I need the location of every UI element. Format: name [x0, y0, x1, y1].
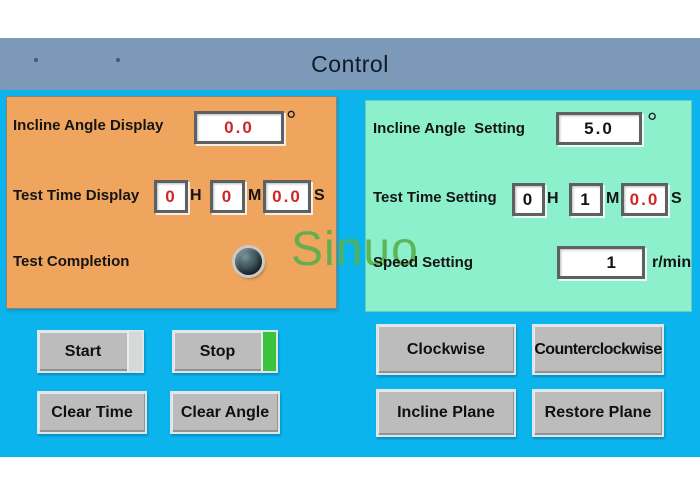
clear-angle-button[interactable]: Clear Angle	[170, 391, 280, 434]
start-indicator-lamp	[127, 332, 142, 371]
brand-watermark: Sinuo	[291, 223, 419, 276]
minutes-unit-label: M	[248, 187, 262, 204]
clockwise-button[interactable]: Clockwise	[376, 324, 516, 375]
incline-angle-setting-input[interactable]: 5.0	[556, 112, 642, 145]
display-panel: Incline Angle Display 0.0 ° Test Time Di…	[6, 96, 337, 309]
minutes-unit-label: M	[606, 190, 620, 207]
incline-angle-display-label: Incline Angle Display	[13, 117, 164, 134]
setting-panel: Incline Angle Setting 5.0 ° Test Time Se…	[365, 100, 692, 312]
start-button-label: Start	[64, 342, 102, 360]
seconds-display-value: 0.0	[263, 180, 311, 213]
test-time-display-label: Test Time Display	[13, 187, 140, 204]
seconds-setting-input[interactable]: 0.0	[621, 183, 668, 216]
speed-setting-input[interactable]: 1	[557, 246, 645, 279]
page-title: Control	[311, 51, 389, 77]
speed-unit-label: r/min	[652, 254, 692, 271]
clear-time-button[interactable]: Clear Time	[37, 391, 147, 434]
seconds-unit-label: S	[314, 187, 325, 204]
hours-unit-label: H	[190, 187, 202, 204]
start-button[interactable]: Start	[37, 330, 144, 373]
minutes-setting-input[interactable]: 1	[569, 183, 603, 216]
test-completion-led	[235, 248, 262, 275]
test-completion-label: Test Completion	[13, 253, 130, 270]
counterclockwise-button[interactable]: Counterclockwise	[532, 324, 664, 375]
incline-plane-button[interactable]: Incline Plane	[376, 389, 516, 437]
hours-setting-input[interactable]: 0	[512, 183, 545, 216]
title-bar: Control	[0, 38, 700, 90]
degree-symbol: °	[286, 105, 297, 135]
hours-unit-label: H	[547, 190, 559, 207]
test-time-setting-label: Test Time Setting	[373, 189, 497, 206]
stop-button[interactable]: Stop	[172, 330, 278, 373]
speed-setting-label: Speed Setting	[373, 254, 474, 271]
titlebar-dot	[116, 58, 120, 62]
seconds-unit-label: S	[671, 190, 682, 207]
incline-angle-setting-label: Incline Angle Setting	[373, 120, 525, 137]
incline-angle-display-value: 0.0	[194, 111, 284, 144]
restore-plane-button[interactable]: Restore Plane	[532, 389, 664, 437]
stop-button-label: Stop	[199, 342, 236, 360]
stop-indicator-lamp	[261, 332, 276, 371]
hours-display-value: 0	[154, 180, 188, 213]
minutes-display-value: 0	[210, 180, 245, 213]
titlebar-dot	[34, 58, 38, 62]
degree-symbol: °	[647, 107, 658, 137]
